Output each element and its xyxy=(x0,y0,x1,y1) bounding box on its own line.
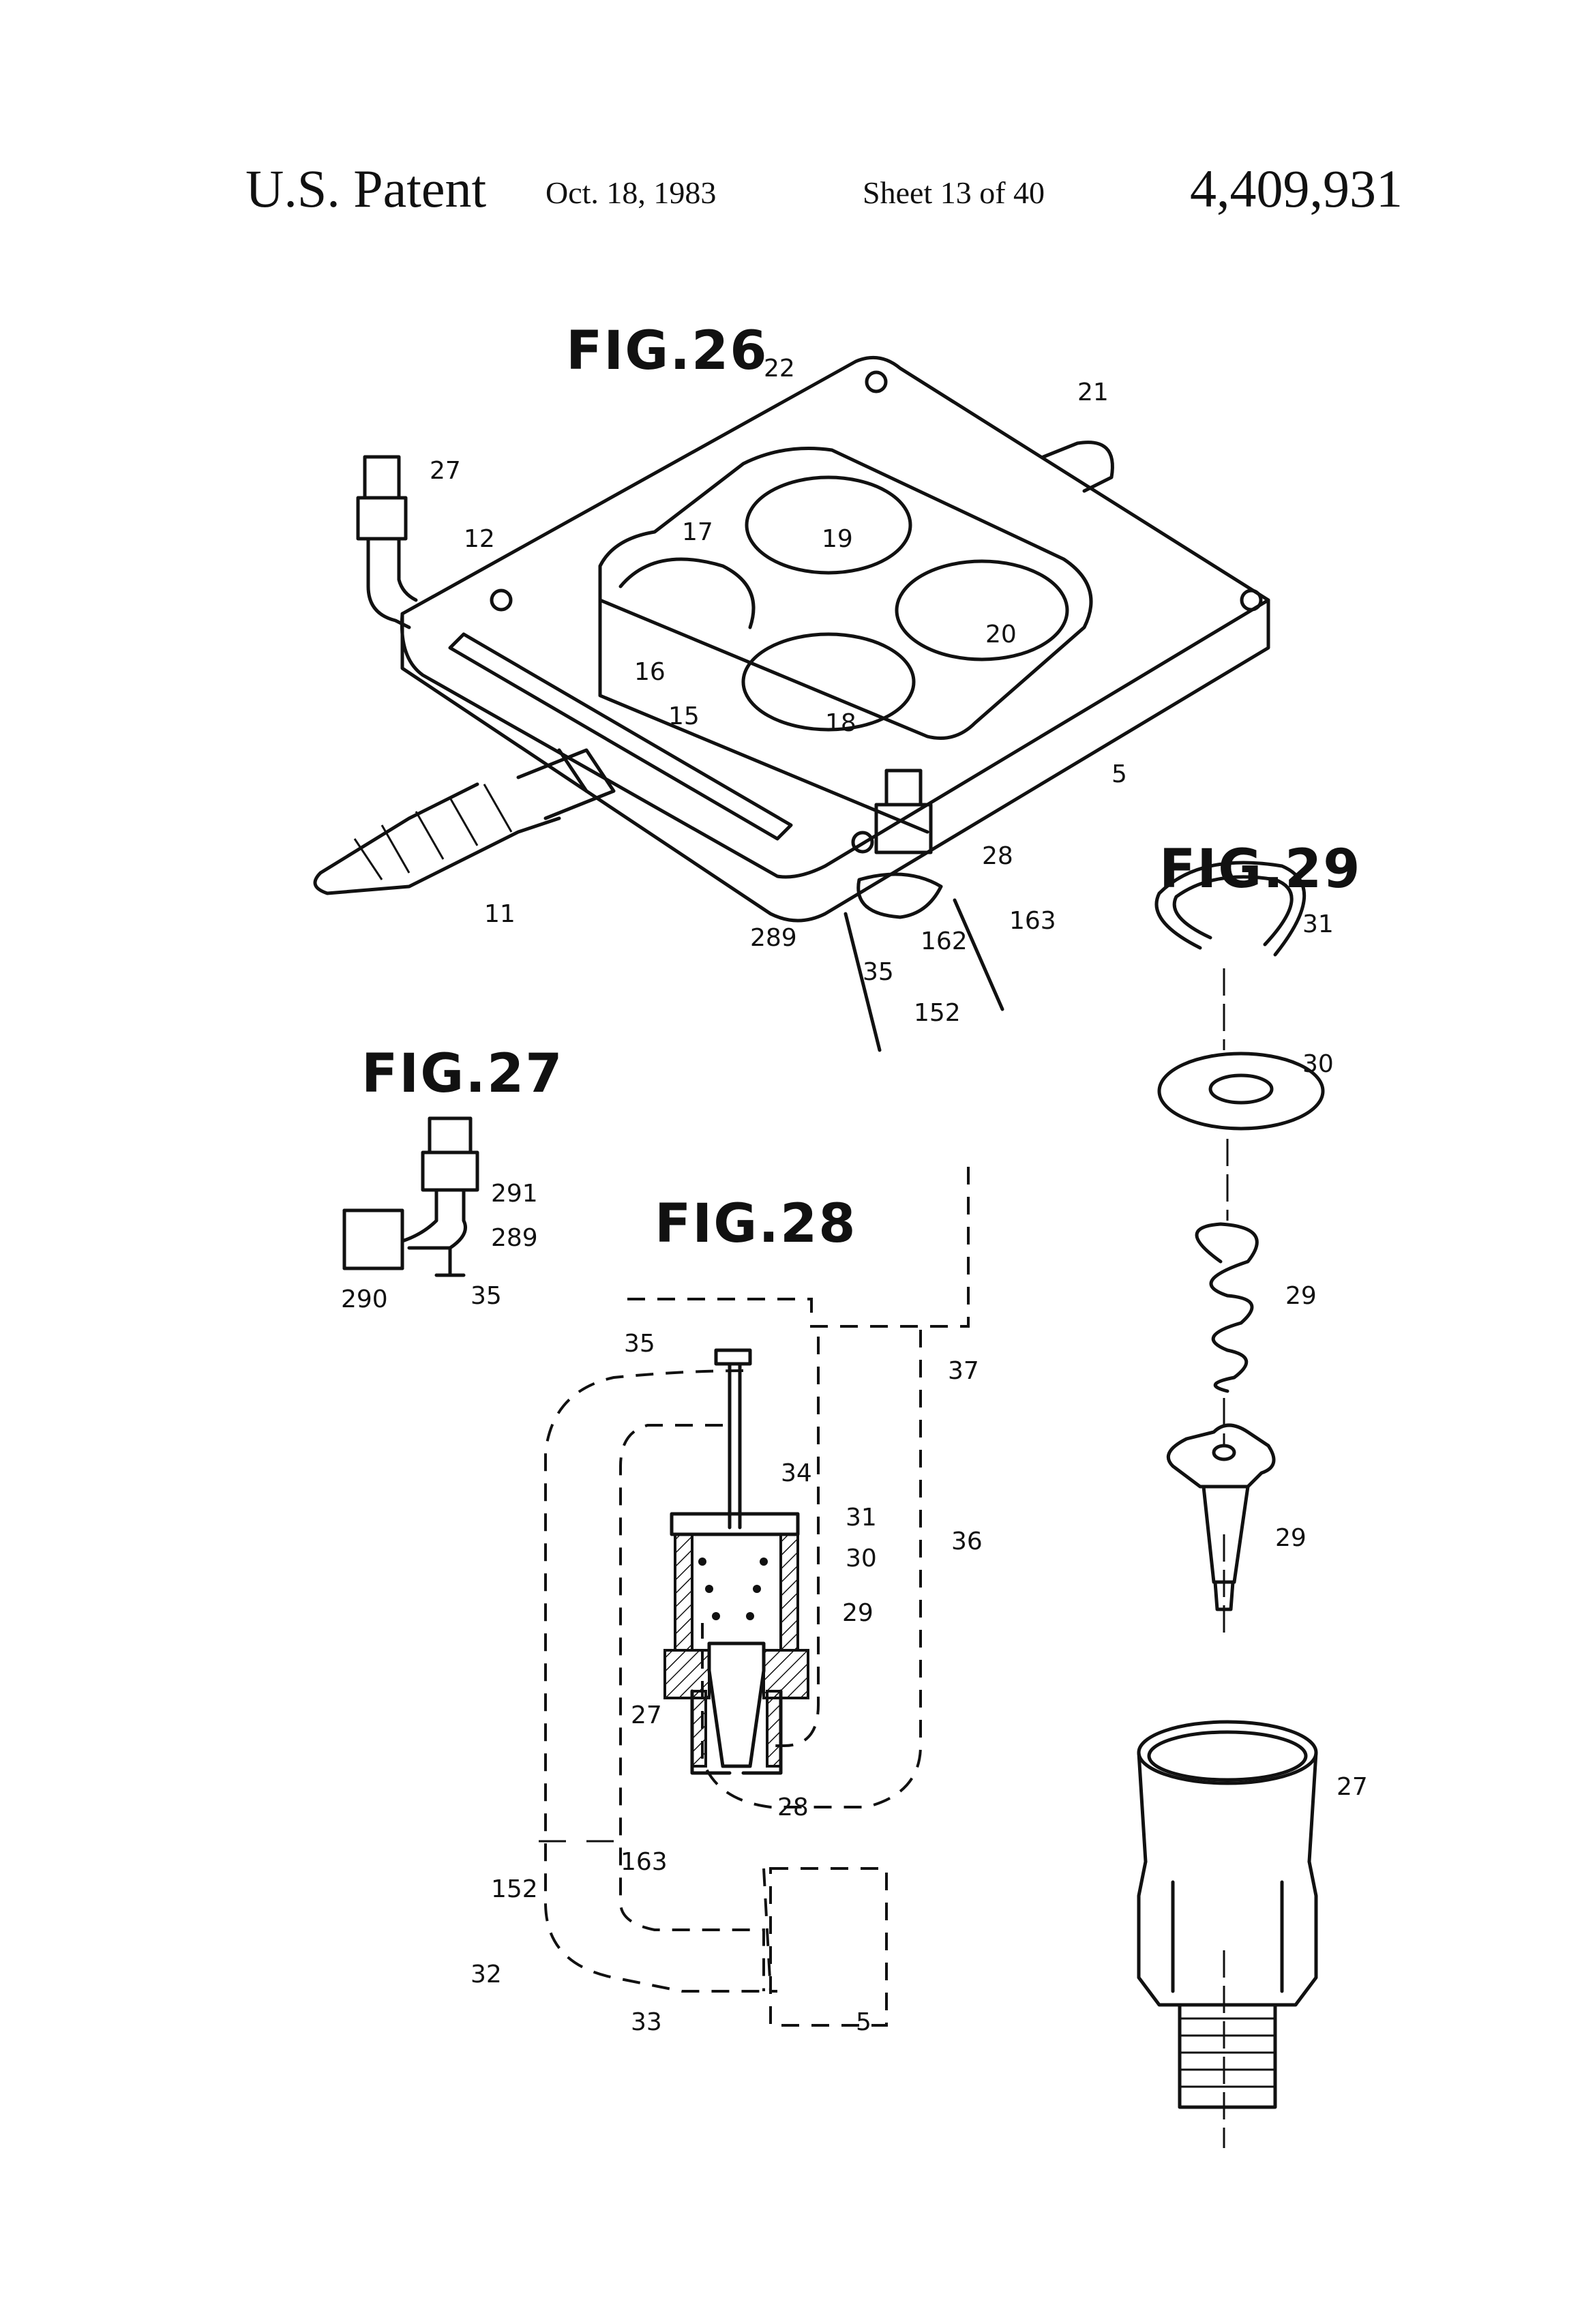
fig28-label: 152 xyxy=(491,1875,538,1903)
fig28-drawing xyxy=(539,1159,968,2025)
fig26-label: 15 xyxy=(668,702,700,730)
fig29-label: 29 xyxy=(1275,1524,1307,1552)
fig28-label: 29 xyxy=(842,1599,874,1627)
fig26-label: 289 xyxy=(750,924,797,952)
fig27-label: 291 xyxy=(491,1180,538,1208)
fig28-label: 163 xyxy=(621,1848,668,1876)
fig27-title: FIG.27 xyxy=(361,1043,564,1105)
fig26-label: 162 xyxy=(921,927,968,955)
fig28-label: 37 xyxy=(948,1357,979,1385)
fig29-label: 29 xyxy=(1285,1282,1317,1310)
fig29-drawing xyxy=(1139,863,1323,2148)
fig27-label: 35 xyxy=(471,1282,502,1310)
fig26-label: 19 xyxy=(822,525,853,553)
fig26-label: 35 xyxy=(863,958,894,986)
fig28-label: 31 xyxy=(846,1504,877,1532)
fig26-label: 16 xyxy=(634,658,666,686)
fig26-label: 27 xyxy=(430,457,461,485)
fig26-label: 17 xyxy=(682,518,713,546)
fig28-label: 5 xyxy=(856,2008,871,2036)
fig27-label: 290 xyxy=(341,1285,388,1313)
fig26-label: 152 xyxy=(914,999,961,1027)
fig26-label: 21 xyxy=(1077,378,1109,406)
fig26-label: 18 xyxy=(825,709,856,737)
fig28-label: 34 xyxy=(781,1459,812,1487)
fig26-label: 163 xyxy=(1009,907,1056,935)
fig28-label: 35 xyxy=(624,1330,655,1358)
fig26-label: 22 xyxy=(764,355,795,383)
fig26-title: FIG.26 xyxy=(566,321,768,382)
fig26-label: 11 xyxy=(484,900,516,928)
fig28-label: 33 xyxy=(631,2008,662,2036)
fig26-label: 12 xyxy=(464,525,495,553)
fig29-label: 27 xyxy=(1337,1773,1368,1801)
fig26-label: 20 xyxy=(985,621,1017,649)
fig28-label: 30 xyxy=(846,1545,877,1573)
fig29-title: FIG.29 xyxy=(1159,839,1362,900)
fig28-label: 32 xyxy=(471,1961,502,1988)
fig26-label: 28 xyxy=(982,842,1013,870)
fig28-label: 27 xyxy=(631,1701,662,1729)
fig28-title: FIG.28 xyxy=(655,1193,857,1255)
fig28-label: 36 xyxy=(951,1528,983,1555)
fig27-label: 289 xyxy=(491,1224,538,1252)
fig27-drawing xyxy=(344,1118,477,1275)
fig29-label: 31 xyxy=(1302,910,1334,938)
fig28-label: 28 xyxy=(777,1793,809,1821)
fig26-label: 5 xyxy=(1111,760,1127,788)
fig29-label: 30 xyxy=(1302,1050,1334,1078)
